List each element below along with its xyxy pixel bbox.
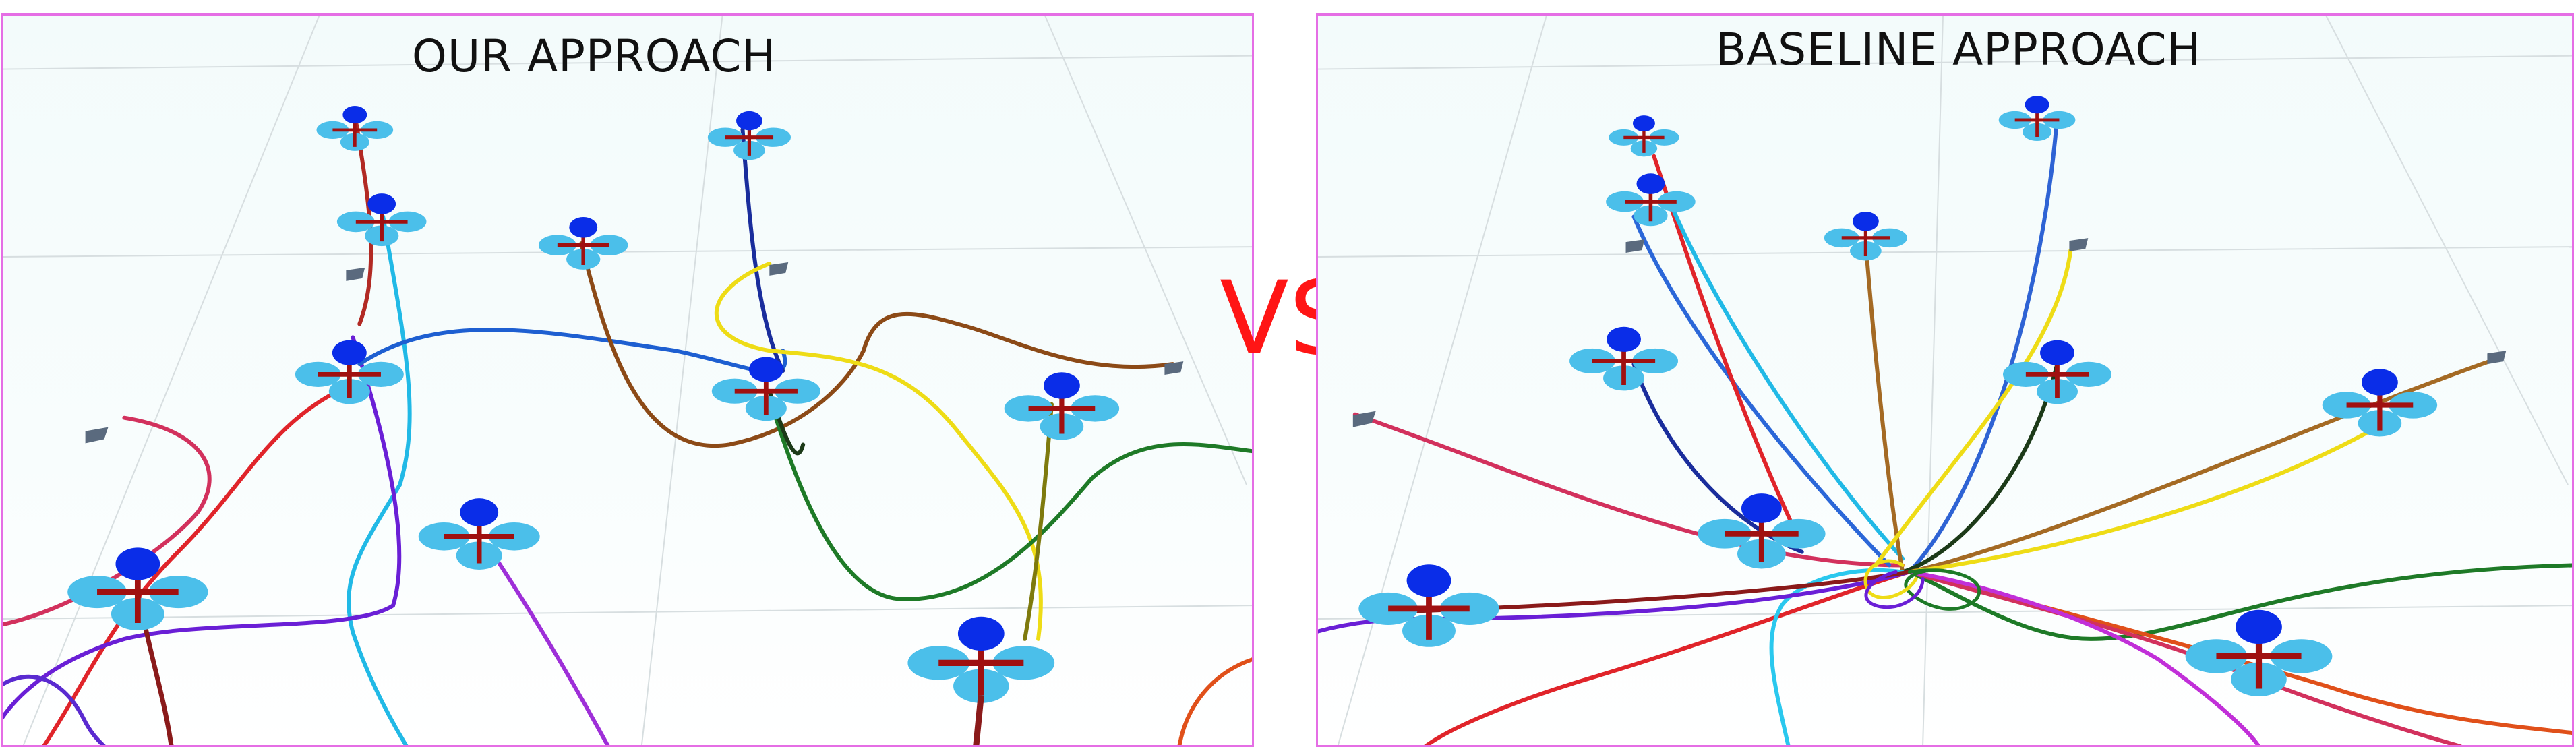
drones xyxy=(1358,96,2438,696)
quadrotor-icon xyxy=(907,616,1055,745)
baseline-approach-panel: BASELINE APPROACH xyxy=(1316,13,2574,747)
goal-flag-icon xyxy=(1352,411,1376,427)
goal-flag-icon xyxy=(346,267,365,281)
quadrotor-icon xyxy=(2185,609,2333,696)
quadrotor-icon xyxy=(336,193,427,247)
right-panel-title: BASELINE APPROACH xyxy=(1715,24,2202,76)
quadrotor-icon xyxy=(707,111,791,160)
quadrotor-icon xyxy=(538,216,628,270)
goal-flag-icon xyxy=(1164,361,1184,375)
baseline-approach-scene xyxy=(1318,16,2572,745)
goal-flags xyxy=(1352,238,2507,427)
goal-flags xyxy=(85,262,1184,444)
goal-flag-icon xyxy=(2487,351,2507,365)
quadrotor-icon xyxy=(711,357,820,421)
goal-flag-icon xyxy=(769,262,789,276)
quadrotor-icon xyxy=(1004,372,1120,440)
quadrotor-icon xyxy=(1609,115,1679,157)
quadrotor-icon xyxy=(418,498,540,570)
quadrotor-icon xyxy=(2002,340,2111,404)
our-approach-scene xyxy=(3,16,1252,745)
goal-flag-icon xyxy=(2069,238,2089,252)
drones xyxy=(67,106,1120,745)
our-approach-panel: OUR APPROACH xyxy=(1,13,1254,747)
trajectories xyxy=(1318,114,2572,745)
quadrotor-icon xyxy=(1824,212,1907,261)
quadrotor-icon xyxy=(1698,493,1826,569)
quadrotor-icon xyxy=(1998,96,2076,141)
quadrotor-icon xyxy=(316,106,394,151)
quadrotor-icon xyxy=(1358,564,1499,647)
quadrotor-icon xyxy=(67,547,208,630)
quadrotor-icon xyxy=(1569,326,1679,391)
trajectories xyxy=(3,121,1252,745)
floor-grid xyxy=(1318,16,2572,745)
quadrotor-icon xyxy=(295,340,404,404)
quadrotor-icon xyxy=(2322,369,2438,437)
quadrotor-icon xyxy=(1606,173,1696,227)
goal-flag-icon xyxy=(1625,239,1645,253)
goal-flag-icon xyxy=(85,427,109,444)
left-panel-title: OUR APPROACH xyxy=(411,30,777,82)
